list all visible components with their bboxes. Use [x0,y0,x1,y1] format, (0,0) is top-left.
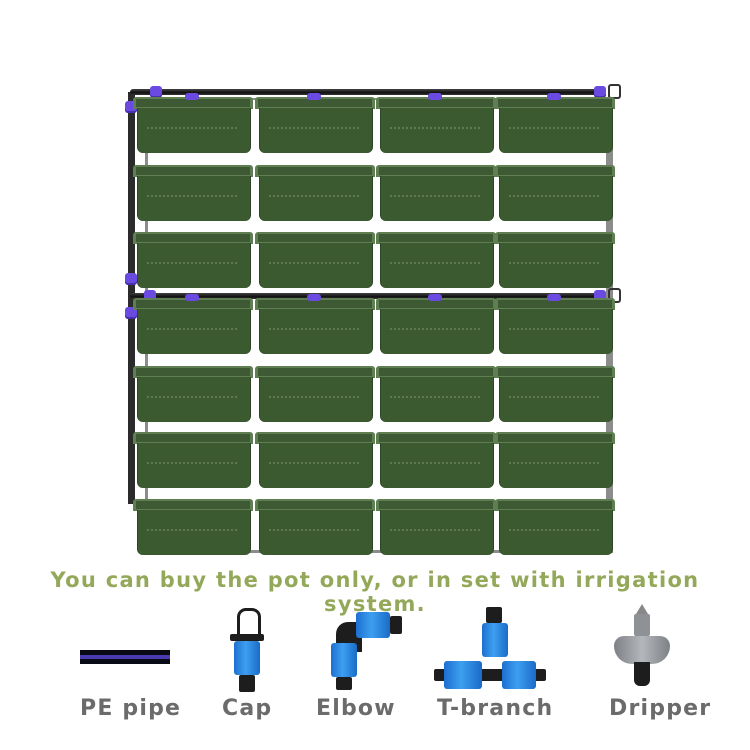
t-branch-icon [430,605,550,691]
planter-pot [376,232,496,288]
planter-pot [376,165,496,221]
planter-pot [133,294,253,354]
pe-pipe-icon [80,650,170,664]
dripper-emitter-icon [428,294,442,301]
part-label-pe-pipe: PE pipe [80,696,182,721]
cap-icon [228,608,268,694]
elbow-icon [328,610,408,690]
planter-pot [255,432,375,488]
pipe-connector-icon [594,86,606,98]
pipe-connector-icon [125,307,137,319]
part-label-t-branch: T-branch [437,696,554,721]
planter-pot [255,93,375,153]
planter-pot [133,232,253,288]
part-label-elbow: Elbow [316,696,396,721]
planter-pot [133,499,253,555]
planter-pot [376,432,496,488]
planter-pot [376,93,496,153]
middle-irrigation-pipe [130,293,602,299]
planter-pot [376,366,496,422]
planter-pot [255,366,375,422]
planter-pot [376,294,496,354]
planter-pot [495,294,615,354]
pipe-connector-icon [150,86,162,98]
dripper-emitter-icon [428,93,442,100]
planter-pot [133,432,253,488]
planter-pot [255,499,375,555]
planter-pot [133,165,253,221]
dripper-emitter-icon [185,93,199,100]
planter-pot [376,499,496,555]
pipe-connector-icon [125,273,137,285]
dripper-icon [612,604,672,692]
planter-pot [495,232,615,288]
part-label-dripper: Dripper [609,696,712,721]
vertical-garden-wall [125,84,621,555]
dripper-emitter-icon [547,294,561,301]
planter-pot [133,93,253,153]
dripper-emitter-icon [185,294,199,301]
planter-pot [495,366,615,422]
planter-pot [255,165,375,221]
planter-pot [495,432,615,488]
part-label-cap: Cap [222,696,273,721]
dripper-emitter-icon [547,93,561,100]
top-irrigation-pipe [130,89,602,95]
planter-pot [255,232,375,288]
tagline: You can buy the pot only, or in set with… [50,568,700,616]
dripper-emitter-icon [307,93,321,100]
planter-pot [495,499,615,555]
planter-pot [495,93,615,153]
dripper-emitter-icon [307,294,321,301]
planter-pot [495,165,615,221]
planter-pot [255,294,375,354]
planter-pot [133,366,253,422]
